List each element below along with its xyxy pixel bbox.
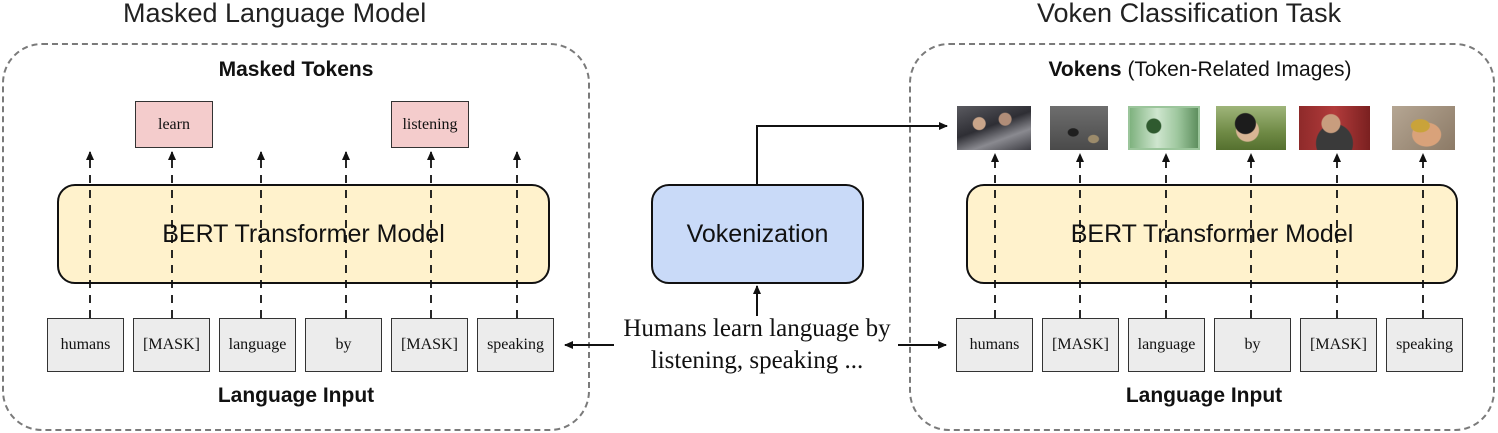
input-sentence-line-2: listening, speaking ... <box>650 347 864 374</box>
desk-with-phone-photo <box>1050 106 1108 150</box>
masked-language-model-panel <box>2 43 590 431</box>
right-panel-title: Voken Classification Task <box>1037 0 1342 28</box>
input-sentence-line-1: Humans learn language by <box>623 315 891 342</box>
right-language-input-label: Language Input <box>1125 384 1283 407</box>
left-token-5: speaking <box>477 318 554 372</box>
left-token-4: [MASK] <box>391 318 468 372</box>
left-token-3: by <box>305 318 382 372</box>
right-token-4: [MASK] <box>1300 318 1377 372</box>
right-dashed-arrows <box>991 153 1427 318</box>
voken-classification-panel <box>909 43 1495 431</box>
left-dashed-arrows <box>86 151 521 318</box>
masked-output-listening: listening <box>391 101 469 148</box>
left-panel-title: Masked Language Model <box>123 0 427 28</box>
center-solid-arrows <box>564 122 948 349</box>
right-token-0: humans <box>956 318 1033 372</box>
man-holding-phone-photo <box>1299 106 1370 150</box>
right-token-5: speaking <box>1386 318 1463 372</box>
man-on-phone-in-field-photo <box>1216 106 1286 150</box>
vokens-label-rest: (Token-Related Images) <box>1121 58 1352 81</box>
hand-holding-phone-photo <box>1392 106 1455 150</box>
right-token-3: by <box>1214 318 1291 372</box>
masked-tokens-label: Masked Tokens <box>218 58 374 81</box>
presenter-at-screen-photo <box>1128 106 1200 150</box>
vokens-label-bold: Vokens <box>1048 58 1122 81</box>
right-token-1: [MASK] <box>1042 318 1119 372</box>
left-bert-model: BERT Transformer Model <box>57 184 550 284</box>
input-sentence: Humans learn language by listening, spea… <box>606 313 908 377</box>
group-at-laptops-photo <box>957 106 1031 150</box>
left-language-input-label: Language Input <box>217 384 375 407</box>
left-token-2: language <box>219 318 296 372</box>
masked-output-learn: learn <box>135 101 213 148</box>
left-token-1: [MASK] <box>133 318 210 372</box>
right-token-2: language <box>1128 318 1205 372</box>
vokenization-box: Vokenization <box>651 184 864 284</box>
left-token-0: humans <box>47 318 124 372</box>
right-bert-model: BERT Transformer Model <box>966 184 1458 284</box>
vokens-label: Vokens (Token-Related Images) <box>990 58 1410 82</box>
